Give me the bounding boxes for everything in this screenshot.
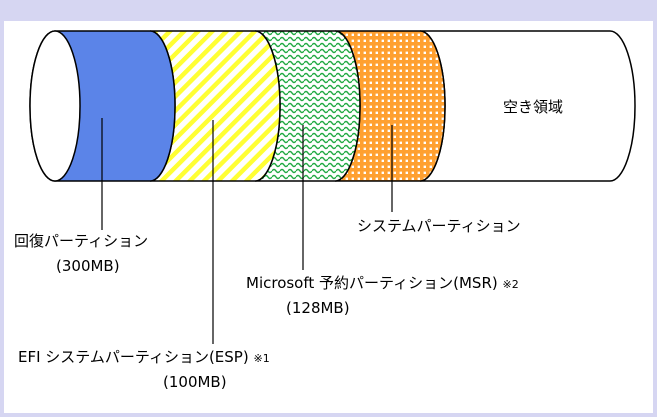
system-partition-name: システムパーティション bbox=[357, 217, 521, 235]
msr-partition-note: ※2 bbox=[502, 278, 519, 291]
esp-partition-label: EFI システムパーティション(ESP) ※1 bbox=[18, 347, 270, 369]
esp-partition-note: ※1 bbox=[253, 352, 270, 365]
free-space-label: 空き領域 bbox=[503, 98, 564, 116]
esp-partition-size: (100MB) bbox=[163, 373, 227, 391]
esp-partition-name: EFI システムパーティション(ESP) bbox=[18, 348, 249, 366]
cylinder-left-cap bbox=[29, 30, 81, 182]
msr-partition-name: Microsoft 予約パーティション(MSR) bbox=[246, 274, 498, 292]
msr-partition-size: (128MB) bbox=[286, 299, 350, 317]
recovery-partition-name: 回復パーティション bbox=[14, 232, 149, 250]
msr-partition-label: Microsoft 予約パーティション(MSR) ※2 bbox=[246, 273, 519, 295]
recovery-partition-size: (300MB) bbox=[56, 257, 120, 275]
